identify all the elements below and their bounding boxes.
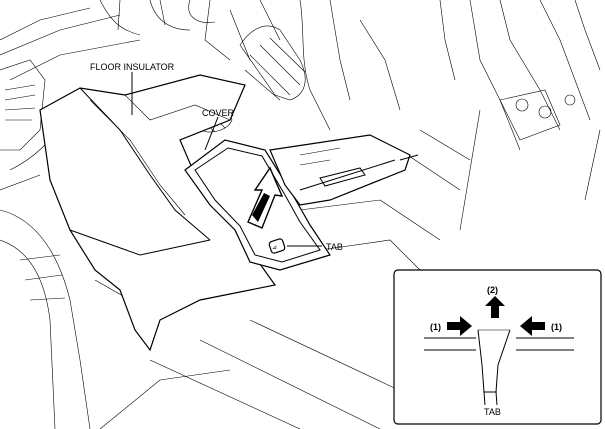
inset-tab-caption: TAB <box>484 407 501 417</box>
lift-arrow <box>247 166 284 229</box>
tab-marker: ⊿ <box>268 238 286 254</box>
cover-label: COVER <box>202 108 235 118</box>
inset-step1-left: (1) <box>430 322 441 332</box>
tab-label: TAB <box>326 242 343 252</box>
floor-insulator-label: FLOOR INSULATOR <box>90 62 175 72</box>
tab-detail-inset: (1) (2) (1) TAB <box>393 269 602 425</box>
floor-insulator-panel <box>39 74 277 352</box>
leader-lines <box>131 72 322 247</box>
inset-step1-right: (1) <box>551 322 562 332</box>
svg-text:⊿: ⊿ <box>272 245 277 251</box>
inset-step2: (2) <box>487 285 498 295</box>
